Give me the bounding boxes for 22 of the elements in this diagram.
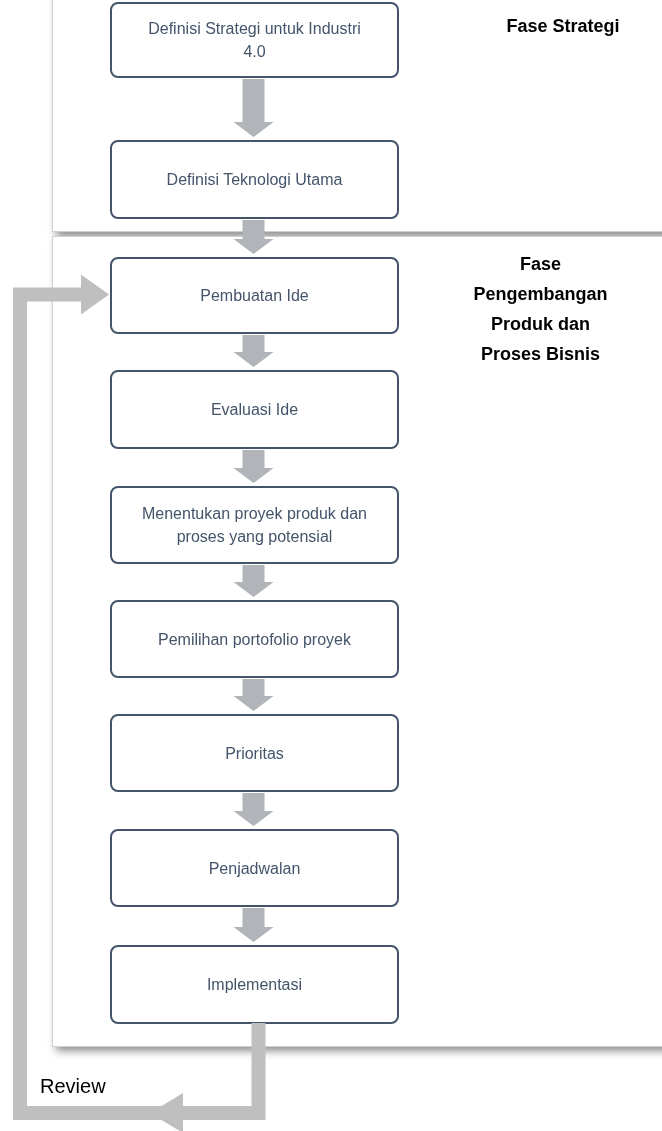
phase-panel [52, 0, 662, 232]
process-box: Pembuatan Ide [110, 257, 399, 334]
feedback-arrow [13, 274, 266, 1131]
block-arrow [233, 679, 274, 711]
block-arrow [233, 220, 274, 254]
process-box: Prioritas [110, 714, 399, 792]
block-arrow [233, 335, 274, 367]
block-arrow [233, 908, 274, 942]
process-box: Penjadwalan [110, 829, 399, 907]
process-box: Definisi Strategi untuk Industri 4.0 [110, 2, 399, 78]
process-box: Implementasi [110, 945, 399, 1024]
process-box: Evaluasi Ide [110, 370, 399, 449]
process-box: Definisi Teknologi Utama [110, 140, 399, 219]
block-arrow [233, 793, 274, 826]
phase-panel [52, 236, 662, 1047]
phase-title: Fase Pengembangan Produk dan Proses Bisnis [473, 253, 608, 366]
block-arrow [233, 450, 274, 483]
block-arrow [233, 79, 274, 137]
process-box: Pemilihan portofolio proyek [110, 600, 399, 678]
process-box: Menentukan proyek produk dan proses yang potensial [110, 486, 399, 564]
block-arrow [233, 565, 274, 597]
phase-title: Fase Strategi [505, 15, 621, 38]
